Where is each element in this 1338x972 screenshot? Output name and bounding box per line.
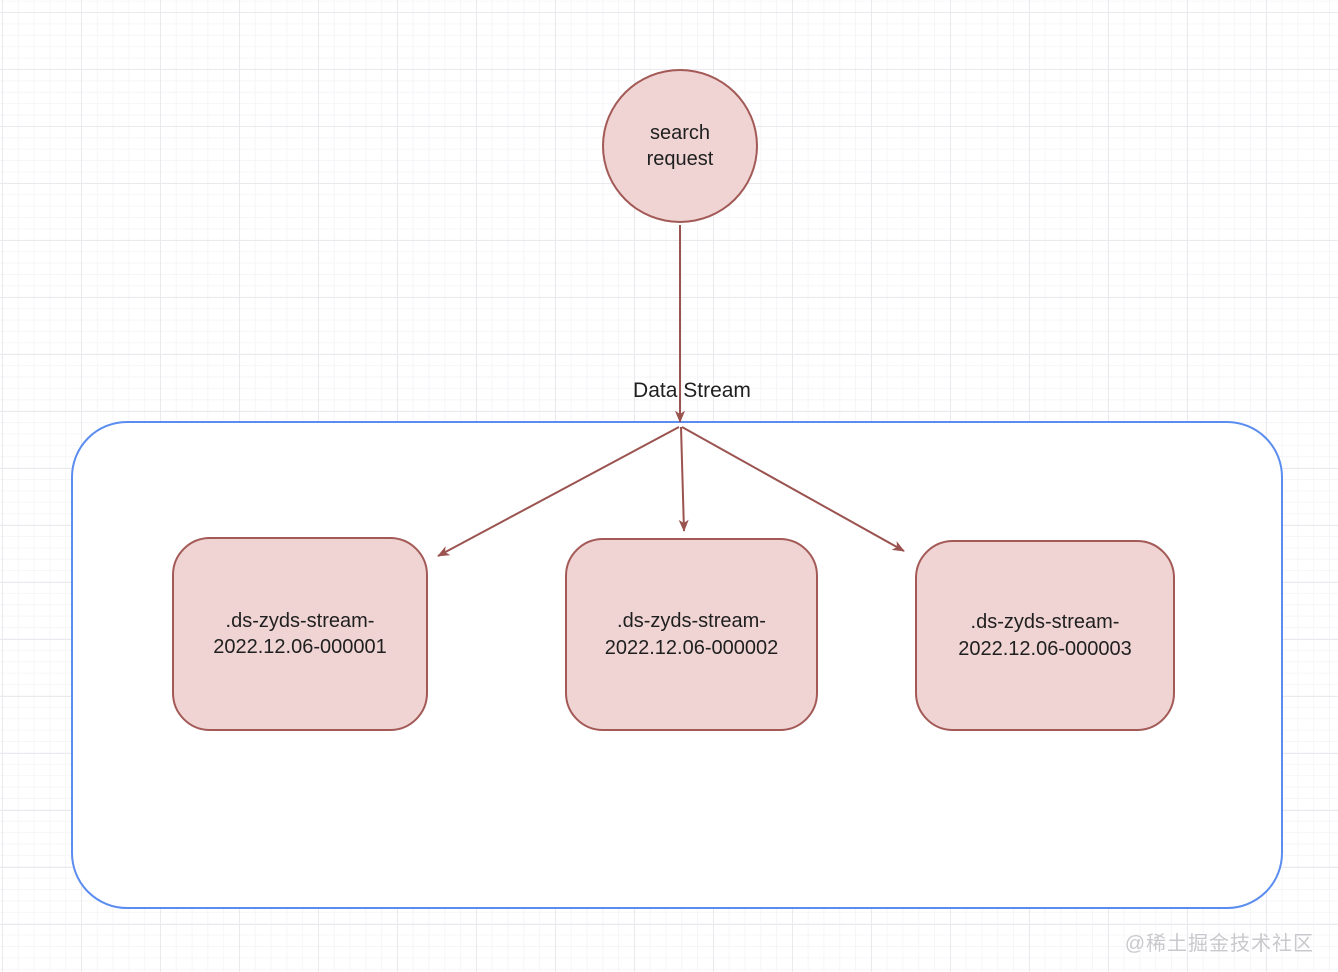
node-backing-index-1: .ds-zyds-stream-2022.12.06-000001 [172,537,428,731]
node-backing-index-2: .ds-zyds-stream-2022.12.06-000002 [565,538,818,731]
node-label: .ds-zyds-stream-2022.12.06-000002 [604,610,779,659]
node-backing-index-3: .ds-zyds-stream-2022.12.06-000003 [915,540,1175,731]
node-search-request: search request [602,69,758,223]
node-label: search request [646,121,714,170]
node-label: .ds-zyds-stream-2022.12.06-000003 [958,611,1132,660]
watermark: @稀土掘金技术社区 [1124,933,1314,955]
edge-label-data-stream: Data Stream [633,379,751,402]
node-label: .ds-zyds-stream-2022.12.06-000001 [213,609,387,658]
